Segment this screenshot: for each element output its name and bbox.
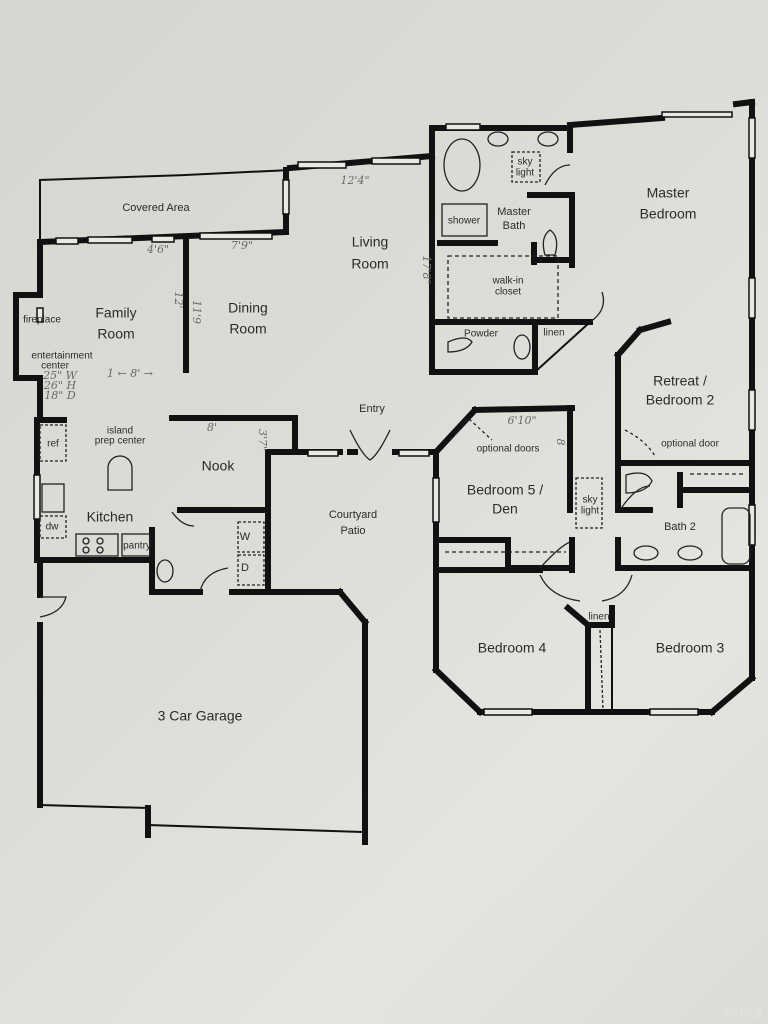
fixture-walkin-line2: closet [494,286,522,298]
fixture-fireplace: fireplace [23,314,61,326]
room-label-family-room-line2: Room [97,325,135,342]
room-label-dining-room-line1: Dining [228,299,268,316]
fixture-skylight-master-line2: light [515,167,535,179]
dimension-11-9: 11'9 [190,299,204,325]
dimension-3-7: 3'7" [256,428,270,452]
fixture-washer: W [239,530,251,543]
room-label-dining-room-line2: Room [229,320,267,337]
room-label-covered-area: Covered Area [122,201,190,214]
fixture-skylight-hall-line1: sky [582,494,598,506]
fixture-optional-door: optional door [661,438,719,450]
room-label-bedroom5-line1: Bedroom 5 / [466,481,544,498]
room-label-retreat-line1: Retreat / [653,372,707,389]
dimension-1-8: 1 ← 8' → [107,366,153,380]
room-label-living-room-line2: Room [351,255,389,272]
dimension-12: 12' [172,291,186,309]
room-label-master-bath-line2: Bath [502,219,526,232]
dimension-7-9: 7'9" [230,238,254,252]
room-label-kitchen: Kitchen [86,508,134,525]
watermark: CRMLS [723,1008,762,1020]
dimension-8: 8' [206,420,218,434]
room-label-courtyard-line2: Patio [340,524,366,537]
entertainment-depth: 18" D [44,388,76,402]
fixture-entertainment-line1: entertainment [31,350,93,362]
dimension-8b: 8 [554,438,568,446]
room-label-bath2: Bath 2 [664,520,696,533]
room-label-family-room-line1: Family [95,304,137,321]
dimension-6-10: 6'10" [507,413,537,427]
room-label-retreat-line2: Bedroom 2 [645,391,715,408]
dimension-17-8: 17'8" [420,255,434,285]
fixture-island-line2: prep center [94,435,146,447]
room-label-entry: Entry [359,402,385,415]
room-label-powder: Powder [464,328,498,340]
entertainment-width: 25" W [43,368,77,382]
fixture-dryer: D [241,561,249,574]
fixture-linen-hall: linen [588,611,610,623]
fixture-walkin-line1: walk-in [492,275,524,287]
fixture-skylight-hall-line2: light [580,505,600,517]
fixture-entertainment-line2: center [41,360,69,372]
dimension-4-6: 4'6" [146,242,170,256]
room-label-living-room-line1: Living [351,233,389,250]
room-label-nook: Nook [201,457,235,474]
room-label-master-bedroom-line1: Master [646,184,690,201]
fixture-ref: ref [47,438,59,450]
room-label-courtyard-line1: Courtyard [328,508,378,521]
fixture-optional-doors: optional doors [476,443,540,455]
fixture-island-line1: island [106,425,134,437]
entertainment-height: 26" H [43,378,77,392]
fixture-skylight-master-line1: sky [517,156,533,168]
room-label-bedroom3: Bedroom 3 [655,639,725,656]
fixture-linen-master: linen [543,327,565,339]
room-label-master-bedroom-line2: Bedroom [639,205,697,222]
room-label-bedroom4: Bedroom 4 [477,639,547,656]
fixture-pantry: pantry [123,540,151,552]
fixture-dw: dw [45,521,59,533]
fixture-shower: shower [447,215,481,227]
dimension-12-4: 12'4" [340,173,370,187]
room-label-garage: 3 Car Garage [157,707,243,724]
room-label-bedroom5-line2: Den [492,500,518,517]
room-label-master-bath-line1: Master [497,205,531,218]
